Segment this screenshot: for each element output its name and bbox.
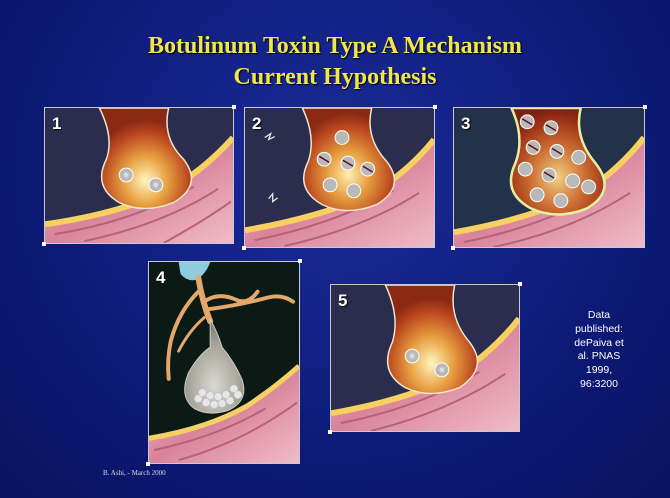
panel-3: 3 <box>453 107 645 248</box>
nerve-terminal-illustration-5 <box>331 285 519 431</box>
corner-marker <box>242 246 246 250</box>
slide-footer: B. Ashi, - March 2000 <box>103 469 166 477</box>
nerve-terminal-illustration-2 <box>245 108 434 247</box>
panel-2: 2 <box>244 107 435 248</box>
corner-marker <box>42 242 46 246</box>
corner-marker <box>146 462 150 466</box>
corner-marker <box>643 105 647 109</box>
corner-marker <box>328 430 332 434</box>
panel-4: 4 <box>148 261 300 464</box>
data-citation-note: Data published: dePaiva et al. PNAS 1999… <box>553 309 645 392</box>
slide-subtitle: Current Hypothesis <box>0 63 670 91</box>
nerve-terminal-illustration-1 <box>45 108 233 243</box>
panel-5: 5 <box>330 284 520 432</box>
panel-3-number: 3 <box>461 114 470 134</box>
nerve-sprouting-illustration <box>149 262 299 463</box>
panel-1-number: 1 <box>52 114 61 134</box>
panel-5-number: 5 <box>338 291 347 311</box>
corner-marker <box>232 105 236 109</box>
corner-marker <box>518 282 522 286</box>
corner-marker <box>451 246 455 250</box>
corner-marker <box>433 105 437 109</box>
panel-1: 1 <box>44 107 234 244</box>
corner-marker <box>298 259 302 263</box>
panel-4-number: 4 <box>156 268 165 288</box>
panel-2-number: 2 <box>252 114 261 134</box>
nerve-terminal-illustration-3 <box>454 108 644 247</box>
slide-title: Botulinum Toxin Type A Mechanism <box>0 32 670 60</box>
